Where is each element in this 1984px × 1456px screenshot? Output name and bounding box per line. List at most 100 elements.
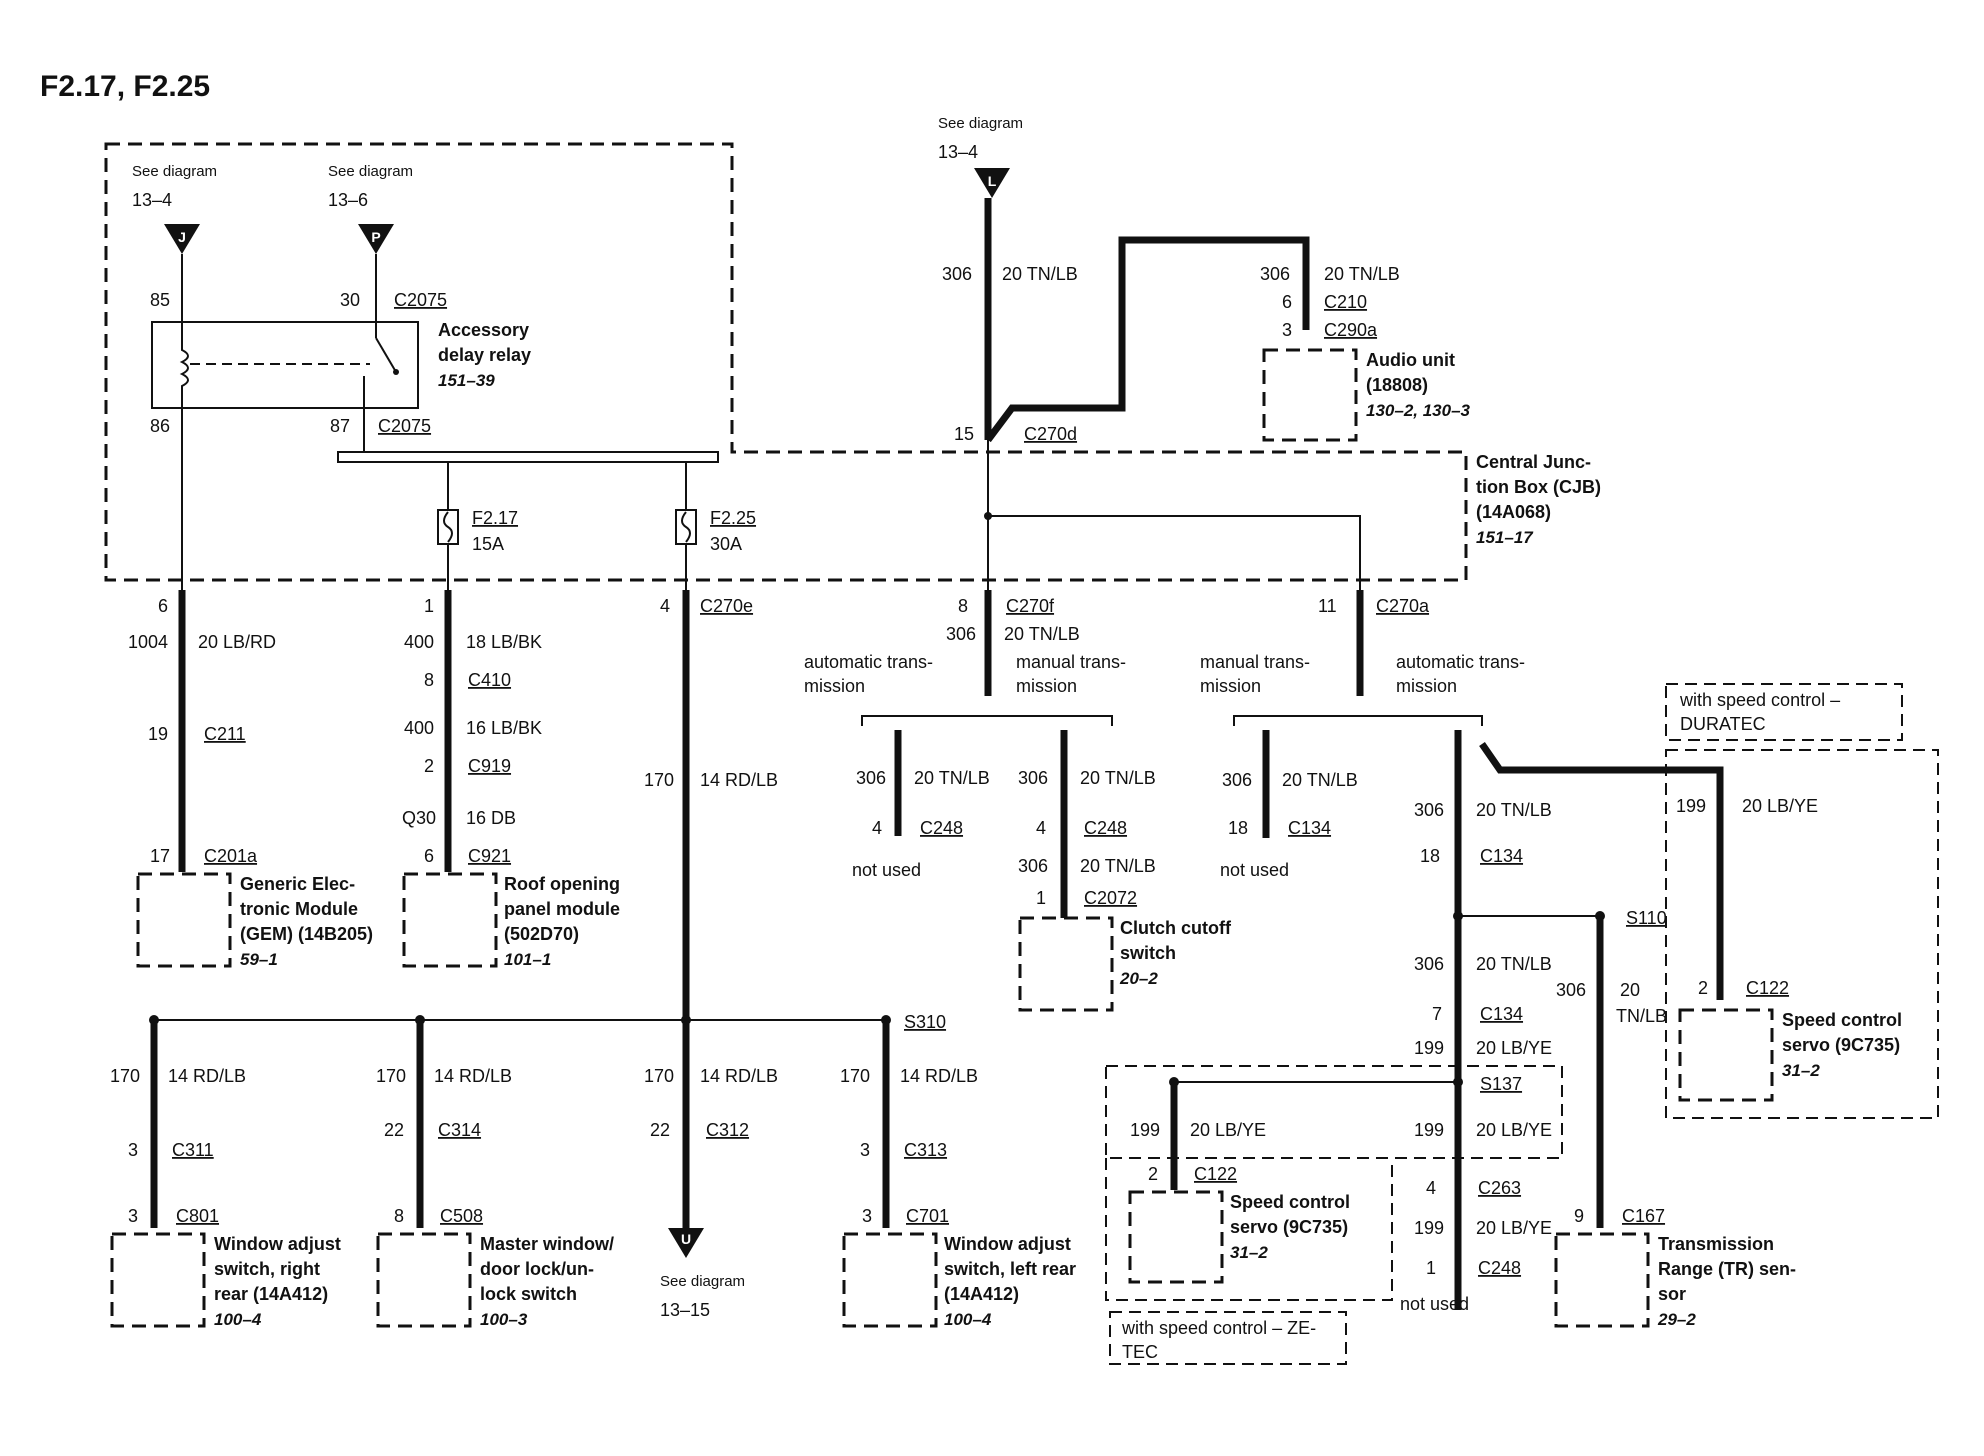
- servo-zetec-box: [1128, 1190, 1224, 1284]
- relay-connector-bottom: C2075: [378, 416, 431, 436]
- wire-pin: 3: [862, 1206, 872, 1226]
- ref-j-page: 13–4: [132, 190, 172, 210]
- gem-ref: 59–1: [240, 950, 278, 969]
- tr-label-1: Transmission: [1658, 1234, 1774, 1254]
- window-lr-label-1: Window adjust: [944, 1234, 1071, 1254]
- wire-color: 20: [1620, 980, 1640, 1000]
- wire-pin: 4: [1036, 818, 1046, 838]
- wire-pin: 4: [1426, 1178, 1436, 1198]
- roof-label-1: Roof opening: [504, 874, 620, 894]
- wire-pin: 18: [1228, 818, 1248, 838]
- fuse-f217-name: F2.17: [472, 508, 518, 528]
- servo-zetec-label-2: servo (9C735): [1230, 1217, 1348, 1237]
- wire-pin: 8: [394, 1206, 404, 1226]
- wire-color: 20 LB/YE: [1476, 1120, 1552, 1140]
- clutch-label-1: Clutch cutoff: [1120, 918, 1232, 938]
- wire-color: 16 DB: [466, 808, 516, 828]
- wire-pin: 2: [1698, 978, 1708, 998]
- wire-pin: 1: [1036, 888, 1046, 908]
- audio-label-2: (18808): [1366, 375, 1428, 395]
- window-lr-label-3: (14A412): [944, 1284, 1019, 1304]
- wire-circuit: 170: [110, 1066, 140, 1086]
- wire-pin: 19: [148, 724, 168, 744]
- wire-pin: 1: [1426, 1258, 1436, 1278]
- connector-label: C134: [1480, 1004, 1523, 1024]
- wire-circuit: 170: [644, 1066, 674, 1086]
- connector-label: C270a: [1376, 596, 1430, 616]
- servo-duratec-label-1: Speed control: [1782, 1010, 1902, 1030]
- ref-p-see: See diagram: [328, 163, 413, 180]
- window-rr-label-2: switch, right: [214, 1259, 320, 1279]
- wire-pin: 8: [424, 670, 434, 690]
- wire-circuit: 199: [1676, 796, 1706, 816]
- roof-label-2: panel module: [504, 899, 620, 919]
- connector-label: C410: [468, 670, 511, 690]
- relay-pin-85: 85: [150, 290, 170, 310]
- connector-label: C311: [172, 1140, 214, 1160]
- connector-label: C201a: [204, 846, 258, 866]
- connector-label: C270e: [700, 596, 753, 616]
- roof-label-3: (502D70): [504, 924, 579, 944]
- tr-label-3: sor: [1658, 1284, 1686, 1304]
- wire-pin: 4: [872, 818, 882, 838]
- page-title: F2.17, F2.25: [40, 70, 210, 103]
- wire-pin: 3: [128, 1206, 138, 1226]
- wire-circuit: 199: [1130, 1120, 1160, 1140]
- ref-j-letter: J: [178, 229, 186, 245]
- splice-s137: S137: [1480, 1074, 1522, 1094]
- zetec-note-2: TEC: [1122, 1342, 1158, 1362]
- connector-label: C801: [176, 1206, 219, 1226]
- duratec-note-box: [1665, 683, 1903, 741]
- connector-label: C270f: [1006, 596, 1055, 616]
- wire-pin: 22: [650, 1120, 670, 1140]
- wire-circuit: 306: [942, 264, 972, 284]
- audio-label-1: Audio unit: [1366, 350, 1455, 370]
- wire-circuit: 306: [946, 624, 976, 644]
- wire-pin: 17: [150, 846, 170, 866]
- roof-module-box: [402, 872, 498, 968]
- wire-color: 14 RD/LB: [900, 1066, 978, 1086]
- wire-circuit: 170: [376, 1066, 406, 1086]
- wire-pin: 1: [424, 596, 434, 616]
- wire-color: 14 RD/LB: [434, 1066, 512, 1086]
- connector-label: C701: [906, 1206, 949, 1226]
- splice-s310: S310: [904, 1012, 946, 1032]
- relay-pin-30: 30: [340, 290, 360, 310]
- ref-l-see: See diagram: [938, 115, 1023, 132]
- wire-circuit: 199: [1414, 1038, 1444, 1058]
- wire-pin: 2: [424, 756, 434, 776]
- wire-pin: 6: [1282, 292, 1292, 312]
- cjb-bus-bar: [337, 451, 719, 463]
- not-used-label: not used: [1220, 860, 1289, 880]
- zetec-note-1: with speed control – ZE-: [1121, 1318, 1316, 1338]
- trans-label: manual trans-: [1200, 652, 1310, 672]
- cjb-ref: 151–17: [1476, 528, 1534, 547]
- tr-sensor-box: [1554, 1232, 1650, 1328]
- connector-label: C122: [1746, 978, 1789, 998]
- fuse-f225-name: F2.25: [710, 508, 756, 528]
- servo-duratec-box: [1678, 1008, 1774, 1102]
- wire-circuit: 199: [1414, 1120, 1444, 1140]
- window-rr-label-1: Window adjust: [214, 1234, 341, 1254]
- wire-circuit: 306: [1414, 954, 1444, 974]
- ref-j-see: See diagram: [132, 163, 217, 180]
- relay-box: [151, 321, 419, 409]
- gem-label-3: (GEM) (14B205): [240, 924, 373, 944]
- wire-circuit: 400: [404, 632, 434, 652]
- wire-color: 20 LB/YE: [1476, 1038, 1552, 1058]
- wire-color: 20 TN/LB: [1080, 856, 1156, 876]
- trans-label: mission: [804, 676, 865, 696]
- trans-label: mission: [1016, 676, 1077, 696]
- wire-color: TN/LB: [1616, 1006, 1667, 1026]
- wire-circuit: Q30: [402, 808, 436, 828]
- connector-label: C921: [468, 846, 511, 866]
- relay-name-2: delay relay: [438, 345, 531, 365]
- clutch-ref: 20–2: [1119, 969, 1158, 988]
- fuse-f217-rating: 15A: [472, 534, 504, 554]
- relay-ref: 151–39: [438, 371, 495, 390]
- wire-pin: 11: [1318, 596, 1337, 616]
- connector-label: C314: [438, 1120, 481, 1140]
- connector-label: C270d: [1024, 424, 1077, 444]
- window-lr-ref: 100–4: [944, 1310, 992, 1329]
- ref-p-letter: P: [371, 229, 380, 245]
